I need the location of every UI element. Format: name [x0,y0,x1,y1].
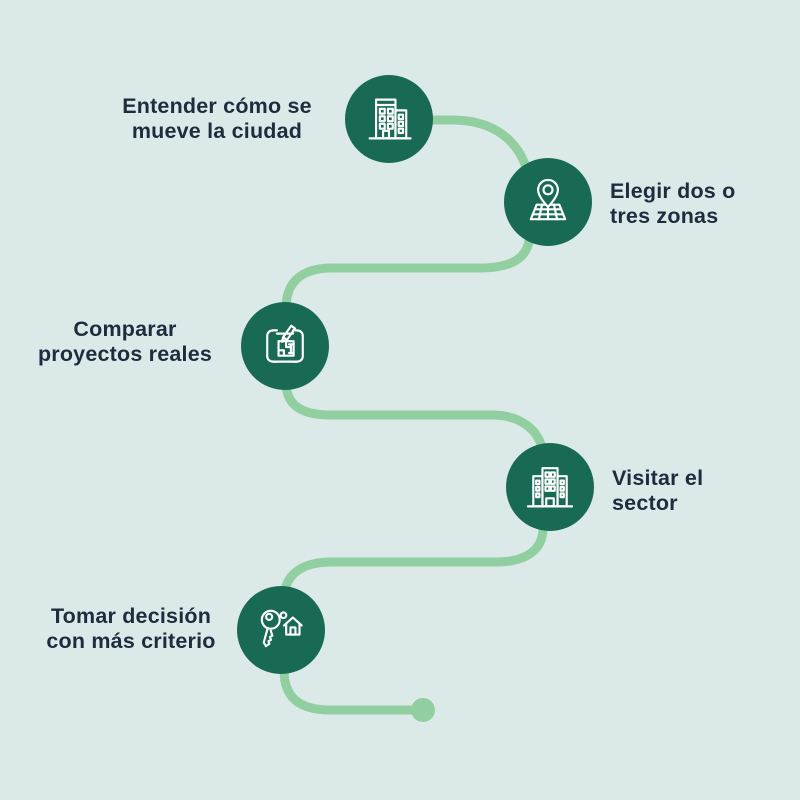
path-end-dot [411,698,435,722]
step-circle [345,75,433,163]
house-key-icon [260,609,303,648]
map-pin-icon [529,178,567,221]
step-label: Elegir dos o tres zonas [610,179,736,228]
blueprint-icon [266,324,304,363]
step-circle [504,158,592,246]
step-label: Tomar decisión con más criterio [46,604,216,653]
step-label: Comparar proyectos reales [37,317,213,366]
step-circle [241,302,329,390]
step-label: Entender cómo se mueve la ciudad [122,94,312,143]
office-building-icon [526,467,574,508]
city-buildings-icon [368,98,412,140]
step-label: Visitar el sector [612,466,704,515]
step-circle [237,586,325,674]
step-circle [506,443,594,531]
